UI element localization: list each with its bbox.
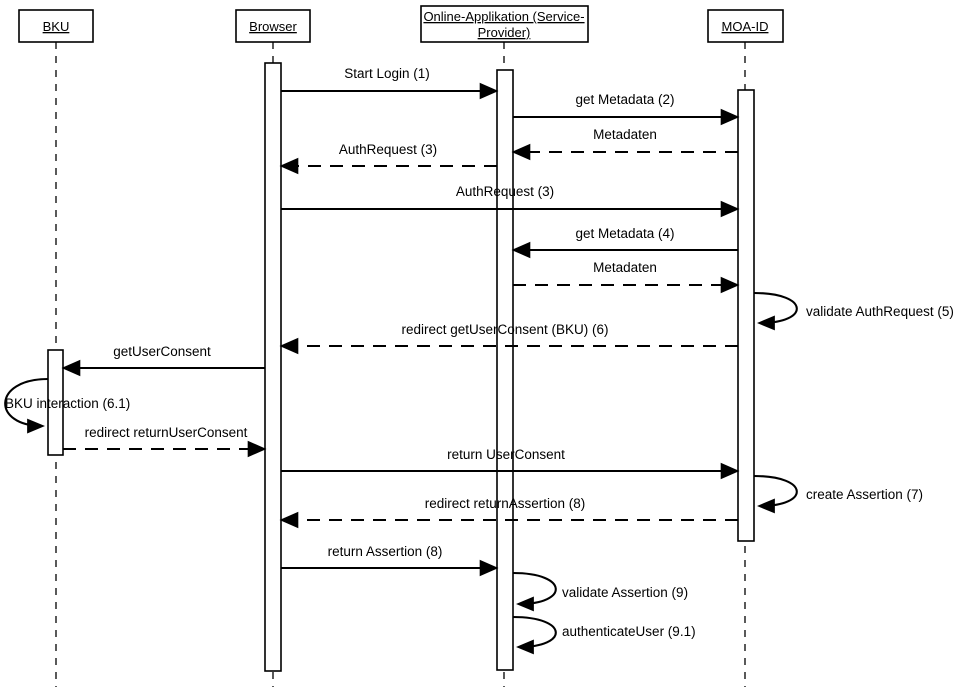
self-message-5[interactable]: authenticateUser (9.1) [512,615,696,655]
self-message-loop-3 [753,474,798,514]
lifeline-bku[interactable]: BKU [18,9,94,687]
lifeline-moaid[interactable]: MOA-ID [707,9,784,687]
lifeline-label-oa: Provider) [478,25,531,40]
self-message-loop-2 [4,377,49,434]
message-label-9: getUserConsent [113,344,211,359]
lifeline-label-bku: BKU [43,19,70,34]
self-message-loop-1 [753,291,798,331]
message-13[interactable]: return Assertion (8) [281,544,499,577]
message-label-13: return Assertion (8) [328,544,443,559]
activation-bar-moaid[interactable] [737,89,755,542]
lifeline-label-oa: Online-Applikation (Service- [423,9,584,24]
message-label-7: Metadaten [593,260,657,275]
lifeline-label-browser: Browser [249,19,297,34]
message-label-6: get Metadata (4) [575,226,674,241]
self-message-4[interactable]: validate Assertion (9) [512,571,688,612]
message-3[interactable]: Metadaten [511,127,738,161]
lifeline-browser[interactable]: Browser [235,9,311,687]
self-message-2[interactable]: BKU interaction (6.1) [4,377,130,434]
lifelines-layer: BKU Browser Online-Applikation (Service-Pr… [18,5,784,687]
message-5[interactable]: AuthRequest (3) [281,184,740,218]
activation-bar-browser[interactable] [264,62,282,672]
message-7[interactable]: Metadaten [513,260,740,294]
self-message-label-1: validate AuthRequest (5) [806,304,954,319]
lifeline-header-box-bku[interactable] [18,9,94,43]
activation-bar-bku[interactable] [47,349,64,456]
self-message-loop-4 [512,571,557,612]
self-message-1[interactable]: validate AuthRequest (5) [753,291,954,331]
self-message-loop-5 [512,615,557,655]
lifeline-header-box-moaid[interactable] [707,9,784,43]
message-label-3: Metadaten [593,127,657,142]
lifeline-header-box-browser[interactable] [235,9,311,43]
message-label-10: redirect returnUserConsent [85,425,248,440]
message-4[interactable]: AuthRequest (3) [279,142,497,175]
self-message-label-5: authenticateUser (9.1) [562,624,696,639]
lifeline-label-moaid: MOA-ID [722,19,769,34]
message-10[interactable]: redirect returnUserConsent [63,425,267,458]
message-label-8: redirect getUserConsent (BKU) (6) [401,322,608,337]
message-label-5: AuthRequest (3) [456,184,554,199]
message-12[interactable]: redirect returnAssertion (8) [279,496,738,529]
message-2[interactable]: get Metadata (2) [513,92,740,126]
message-11[interactable]: return UserConsent [281,447,740,480]
message-1[interactable]: Start Login (1) [281,66,499,100]
message-8[interactable]: redirect getUserConsent (BKU) (6) [279,322,738,355]
message-9[interactable]: getUserConsent [61,344,265,377]
message-label-11: return UserConsent [447,447,565,462]
self-message-3[interactable]: create Assertion (7) [753,474,923,514]
message-label-2: get Metadata (2) [575,92,674,107]
activation-bar-oa[interactable] [496,69,514,671]
self-message-label-4: validate Assertion (9) [562,585,688,600]
self-messages-layer: validate AuthRequest (5) BKU interaction … [4,291,954,655]
message-label-4: AuthRequest (3) [339,142,437,157]
lifeline-header-box-oa[interactable] [420,5,589,43]
message-6[interactable]: get Metadata (4) [511,226,738,259]
self-message-label-2: BKU interaction (6.1) [5,396,130,411]
self-message-label-3: create Assertion (7) [806,487,923,502]
message-label-1: Start Login (1) [344,66,430,81]
message-label-12: redirect returnAssertion (8) [425,496,586,511]
messages-layer: Start Login (1) get Metadata (2) Metadaten… [61,66,740,577]
